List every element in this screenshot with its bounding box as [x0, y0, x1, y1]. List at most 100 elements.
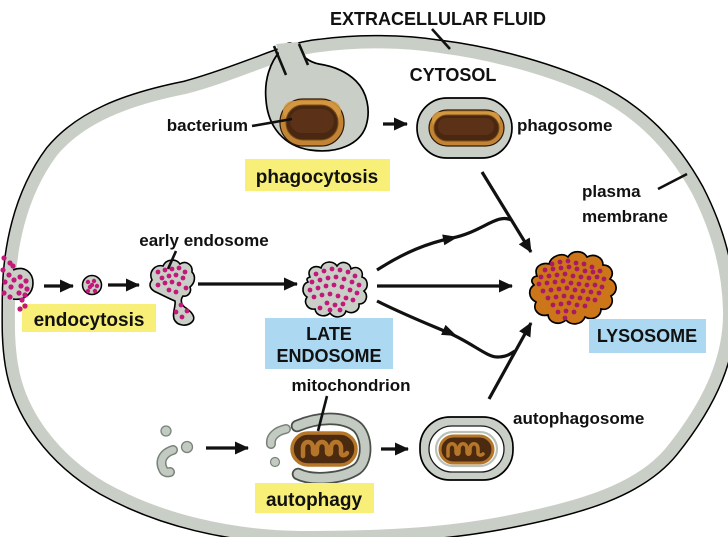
cargo-dot	[169, 279, 175, 285]
cargo-dot	[313, 271, 319, 277]
cargo-dot	[2, 279, 8, 285]
phagocytic-cup	[264, 42, 369, 152]
cargo-dot	[24, 286, 30, 292]
cargo-dot	[558, 301, 564, 307]
cargo-dot	[17, 274, 23, 280]
phagocytosis-label: phagocytosis	[256, 167, 378, 188]
c-membrane	[292, 414, 370, 483]
cargo-dot	[337, 267, 343, 273]
cargo-dot	[324, 300, 330, 306]
cargo-dot	[576, 281, 582, 287]
mitochondrion-label: mitochondrion	[292, 376, 411, 395]
cargo-dot	[350, 297, 356, 303]
cargo-dot	[311, 294, 317, 300]
cargo-dot	[327, 307, 333, 313]
isolation-membrane-cup	[265, 412, 372, 485]
membrane-gray-band	[2, 36, 728, 537]
cargo-dot	[560, 278, 566, 284]
cargo-dot	[155, 282, 161, 288]
cargo-dot	[173, 309, 179, 315]
phagosome-shape	[416, 97, 513, 159]
cargo-dot	[85, 288, 91, 294]
autophagy-label: autophagy	[266, 490, 362, 511]
cargo-dot	[561, 293, 567, 299]
late-endosome-shape	[302, 261, 368, 318]
cargo-dot	[354, 290, 360, 296]
lysosome-highlight	[589, 319, 706, 353]
phagocytosis-highlight	[245, 159, 390, 191]
cargo-dot	[577, 295, 583, 301]
cargo-dot	[183, 285, 189, 291]
cargo-dot	[184, 308, 190, 314]
cargo-dot	[570, 273, 576, 279]
cargo-dot	[323, 283, 329, 289]
cargo-dot	[94, 283, 100, 289]
plasma-membrane-label-line2: membrane	[582, 207, 668, 226]
cargo-dot	[592, 282, 598, 288]
cargo-dot	[582, 268, 588, 274]
cargo-dot	[307, 287, 313, 293]
cargo-dot	[601, 276, 607, 282]
cargo-dot	[548, 287, 554, 293]
early-endosome-label: early endosome	[139, 231, 268, 250]
cargo-dot	[586, 275, 592, 281]
lysosome-label: LYSOSOME	[597, 326, 697, 346]
cargo-dot	[335, 293, 341, 299]
endocytosis-highlight	[22, 304, 156, 332]
cargo-dot	[589, 264, 595, 270]
cargo-dot	[89, 282, 95, 288]
cargo-dot	[155, 269, 161, 275]
cargo-dot	[574, 266, 580, 272]
cargo-dot	[596, 290, 602, 296]
cargo-dot	[581, 261, 587, 267]
cargo-dot	[332, 302, 338, 308]
arrow-phagosome-to-lysosome	[480, 171, 533, 253]
bacterium-label: bacterium	[167, 116, 248, 135]
cargo-dot	[343, 295, 349, 301]
cargo-dot	[590, 269, 596, 275]
cargo-dot	[569, 294, 575, 300]
cargo-dot	[173, 272, 179, 278]
endocytosis-label: endocytosis	[34, 310, 145, 331]
cargo-dot	[538, 274, 544, 280]
phagosome-label: phagosome	[517, 116, 612, 135]
cargo-dot	[309, 279, 315, 285]
cargo-dot	[562, 271, 568, 277]
pointer-lines	[166, 28, 688, 432]
late-endosome-label-line2: ENDOSOME	[276, 346, 381, 366]
plasma-membrane-label-line1: plasma	[582, 182, 641, 201]
extracellular-fluid-label: EXTRACELLULAR FLUID	[330, 9, 546, 29]
cargo-dot	[85, 279, 91, 285]
cargo-dot	[568, 280, 574, 286]
cargo-dot	[1, 255, 7, 261]
cargo-dot	[22, 303, 28, 309]
cargo-dot	[22, 292, 28, 298]
cargo-dot	[562, 315, 568, 321]
cargo-dot	[17, 306, 23, 312]
cargo-dot	[550, 302, 556, 308]
cargo-dot	[173, 289, 179, 295]
cup-fragment-dot	[269, 456, 281, 468]
membrane-fragment-arc	[157, 446, 177, 476]
cargo-dot	[542, 267, 548, 273]
cup-fragment	[267, 425, 290, 448]
cargo-dot	[159, 275, 165, 281]
cargo-dot	[162, 280, 168, 286]
cargo-dot	[329, 266, 335, 272]
cargo-dot	[578, 274, 584, 280]
membrane-fragment-dot	[160, 425, 172, 437]
cargo-dot	[347, 287, 353, 293]
cargo-dot	[331, 282, 337, 288]
cargo-dot	[166, 273, 172, 279]
cargo-dot	[572, 287, 578, 293]
cargo-dot	[182, 269, 188, 275]
cargo-dot	[565, 258, 571, 264]
cargo-dot	[573, 260, 579, 266]
pointer-plasma-membrane	[657, 172, 688, 191]
cargo-dot	[91, 278, 97, 284]
cargo-dot	[317, 305, 323, 311]
late-endosome-label-line1: LATE	[306, 324, 352, 344]
cargo-dot	[317, 277, 323, 283]
cargo-dot	[16, 290, 22, 296]
